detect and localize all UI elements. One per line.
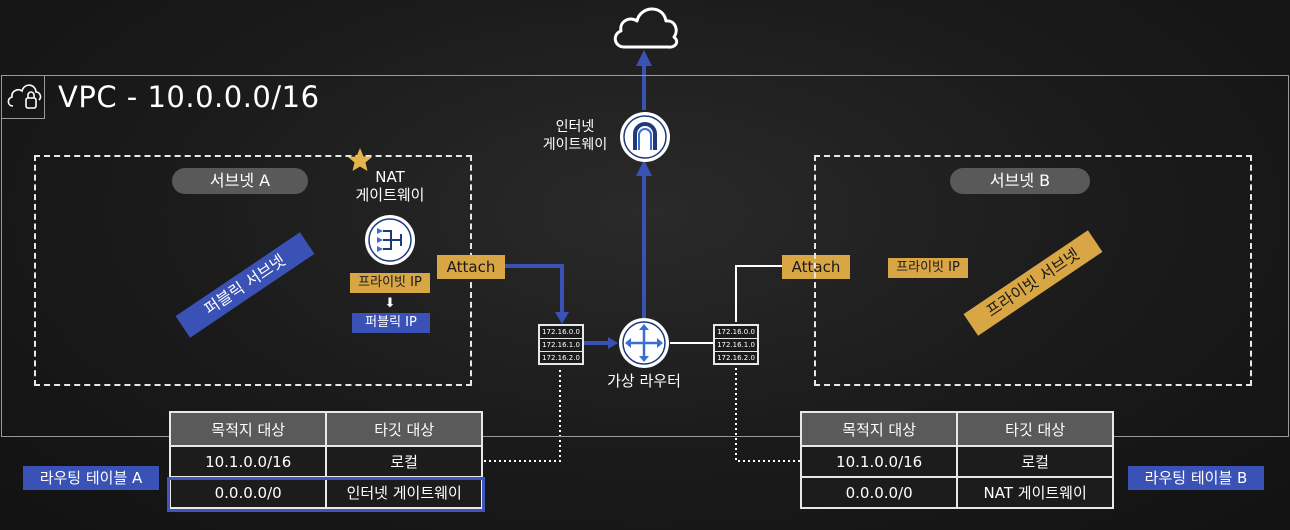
router-table-left: 172.16.0.0 172.16.1.0 172.16.2.0	[538, 324, 584, 365]
router-table-right-entry: 172.16.2.0	[717, 354, 755, 362]
vpc-cloud-lock-icon	[7, 84, 42, 109]
igw-label-line1: 인터넷	[555, 119, 595, 135]
vpc-boundary	[1, 75, 1289, 437]
route-table-a-header-destination: 목적지 대상	[168, 411, 328, 447]
router-table-left-entry: 172.16.1.0	[540, 339, 582, 352]
nat-gateway-label-line2: 게이트웨이	[355, 186, 425, 204]
igw-to-internet-arrow	[636, 50, 652, 66]
route-target-cell: 인터넷 게이트웨이	[325, 476, 483, 509]
private-attach-line	[735, 265, 782, 322]
nat-attach-arrow	[555, 312, 569, 324]
subnet-a-label: 서브넷 A	[172, 168, 308, 194]
attach-left-tag: Attach	[437, 255, 505, 279]
nat-gateway-label-line1: NAT	[375, 168, 405, 186]
virtual-router-label: 가상 라우터	[607, 372, 681, 390]
subnet-b-label: 서브넷 B	[950, 168, 1090, 194]
route-table-b: 목적지 대상 타깃 대상 10.1.0.0/16 로컬 0.0.0.0/0 NA…	[799, 411, 1114, 509]
router-table-right-entry: 172.16.0.0	[715, 326, 757, 339]
vpc-icon-frame	[1, 75, 45, 119]
igw-label-line2: 게이트웨이	[542, 137, 608, 153]
route-destination-cell: 0.0.0.0/0	[799, 476, 959, 509]
route-destination-cell: 10.1.0.0/16	[799, 445, 959, 478]
star-icon	[348, 148, 372, 171]
subnet-b-private-ip-tag: 프라이빗 IP	[888, 258, 968, 278]
router-table-left-entry: 172.16.2.0	[542, 354, 580, 362]
nat-private-ip-tag: 프라이빗 IP	[350, 273, 430, 293]
route-target-cell: NAT 게이트웨이	[956, 476, 1114, 509]
route-target-cell: 로컬	[325, 445, 483, 478]
nat-gateway-icon	[365, 215, 415, 265]
virtual-router-icon	[619, 318, 669, 368]
vpc-title: VPC - 10.0.0.0/16	[58, 80, 320, 114]
route-table-a-highlight	[167, 477, 485, 512]
route-destination-cell: 10.1.0.0/16	[168, 445, 328, 478]
route-table-a: 목적지 대상 타깃 대상 10.1.0.0/16 로컬 0.0.0.0/0 인터…	[168, 411, 483, 509]
internet-cloud-icon	[613, 7, 679, 49]
table-row: 0.0.0.0/0 NAT 게이트웨이	[799, 476, 1114, 509]
attach-right-tag: Attach	[782, 255, 850, 279]
router-to-igw-arrow	[636, 160, 652, 176]
subnet-b-boundary	[814, 155, 1252, 386]
route-table-b-header-target: 타깃 대상	[956, 411, 1114, 447]
route-table-a-label: 라우팅 테이블 A	[23, 466, 159, 490]
down-arrow-icon: ⬇	[384, 296, 396, 311]
route-table-b-label: 라우팅 테이블 B	[1128, 466, 1264, 490]
nat-public-ip-tag: 퍼블릭 IP	[352, 313, 430, 333]
route-table-b-link	[735, 368, 800, 462]
left-table-to-router-arrow	[608, 337, 618, 349]
route-table-a-header-target: 타깃 대상	[325, 411, 483, 447]
router-table-right-entry: 172.16.1.0	[715, 339, 757, 352]
route-destination-cell: 0.0.0.0/0	[168, 476, 328, 509]
route-target-cell: 로컬	[956, 445, 1114, 478]
route-table-a-link	[484, 368, 561, 462]
router-table-left-entry: 172.16.0.0	[540, 326, 582, 339]
nat-attach-line	[504, 264, 564, 315]
internet-gateway-icon	[620, 112, 670, 162]
router-table-right: 172.16.0.0 172.16.1.0 172.16.2.0	[713, 324, 759, 365]
table-row: 10.1.0.0/16 로컬	[799, 445, 1114, 478]
route-table-b-header-destination: 목적지 대상	[799, 411, 959, 447]
table-row: 0.0.0.0/0 인터넷 게이트웨이	[168, 476, 483, 509]
table-row: 10.1.0.0/16 로컬	[168, 445, 483, 478]
